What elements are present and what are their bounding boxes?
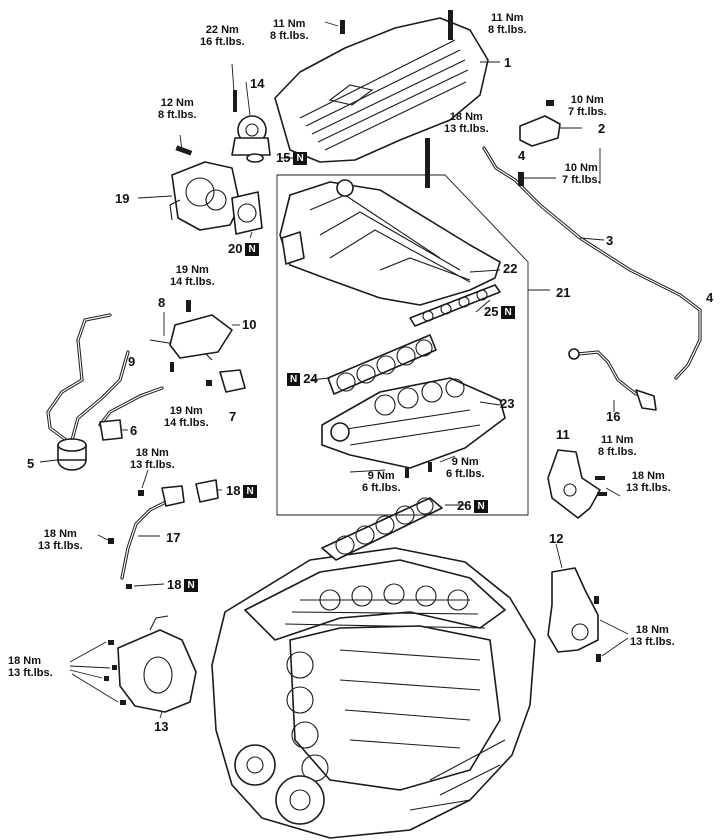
callout-15: 15: [276, 150, 291, 165]
hose-3-4: [482, 146, 702, 380]
callout-13: 13: [154, 719, 169, 734]
bracket-12: [547, 567, 601, 662]
leader-lines: [97, 21, 629, 719]
new-part-mark: N: [243, 485, 257, 498]
new-part-mark: N: [474, 500, 488, 513]
callout-6: 6: [130, 423, 138, 438]
valve-14: [231, 115, 271, 163]
bracket-7: [170, 362, 246, 393]
callout-7: 7: [229, 409, 237, 424]
gasket-25: [409, 284, 501, 327]
callout-16: 16: [606, 409, 621, 424]
gasket-20: [231, 191, 263, 235]
callout-24: 24: [303, 371, 318, 386]
callout-9: 9: [128, 354, 136, 369]
callout-18-lower: 18: [167, 577, 182, 592]
hoses-9: [46, 313, 164, 442]
callout-4-lower: 4: [706, 290, 714, 305]
callout-2: 2: [598, 121, 606, 136]
lower-manifold-23: [321, 377, 506, 478]
callout-20: 20: [228, 241, 243, 256]
heat-shield-10: [169, 300, 240, 359]
throttle-body-19: [169, 145, 241, 231]
callout-22: 22: [503, 261, 518, 276]
callout-8: 8: [158, 295, 166, 310]
bracket-11: [547, 449, 607, 519]
new-part-mark: N: [501, 306, 515, 319]
callout-3: 3: [606, 233, 614, 248]
callout-21: 21: [556, 285, 571, 300]
callout-25: 25: [484, 304, 499, 319]
assembly-frame: [276, 174, 529, 516]
callout-14: 14: [250, 76, 265, 91]
bolts-cover: [233, 10, 453, 188]
gasket-24: [327, 334, 437, 395]
new-part-mark: N: [287, 373, 301, 386]
pipe-17: [108, 479, 219, 589]
callout-23: 23: [500, 396, 515, 411]
new-part-mark: N: [245, 243, 259, 256]
sensor-2: [519, 100, 582, 147]
valve-6: [99, 419, 128, 441]
new-part-mark: N: [184, 579, 198, 592]
bracket-13: [69, 615, 197, 713]
callout-10: 10: [242, 317, 257, 332]
callout-17: 17: [166, 530, 181, 545]
engine-block: [211, 547, 536, 839]
upper-manifold-22: [279, 179, 501, 306]
callout-19: 19: [115, 191, 130, 206]
callout-11: 11: [556, 427, 570, 442]
engine-cover-1: [274, 17, 500, 163]
callout-26: 26: [457, 498, 472, 513]
callout-5: 5: [27, 456, 35, 471]
canister-5: [39, 438, 87, 471]
sensor-16: [568, 348, 657, 411]
callout-18-upper: 18: [226, 483, 241, 498]
new-part-mark: N: [293, 152, 307, 165]
callout-1: 1: [504, 55, 512, 70]
callout-4-upper: 4: [518, 148, 526, 163]
callout-12: 12: [549, 531, 564, 546]
